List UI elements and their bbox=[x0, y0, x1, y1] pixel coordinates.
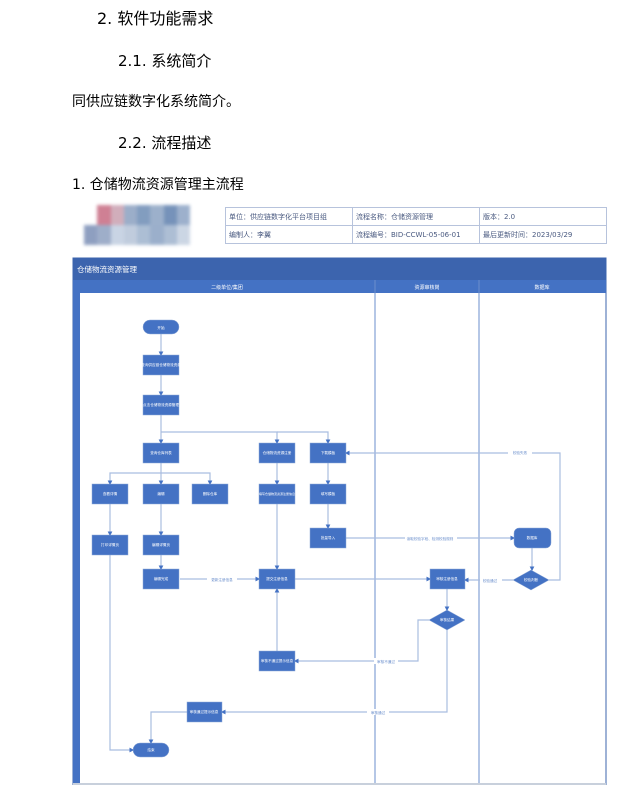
info-updated: 最后更新时间：2023/03/29 bbox=[479, 225, 607, 244]
svg-text:审核注册信息: 审核注册信息 bbox=[436, 576, 458, 581]
start-node bbox=[142, 319, 180, 335]
svg-text:下载模板: 下载模板 bbox=[321, 450, 336, 455]
svg-text:查询供应链仓储物流资源: 查询供应链仓储物流资源 bbox=[141, 362, 181, 367]
svg-text:提交注册信息: 提交注册信息 bbox=[266, 576, 288, 581]
check-decision bbox=[512, 569, 550, 591]
list-item: 1. 仓储物流资源管理主流程 bbox=[72, 177, 244, 193]
svg-text:填写模板: 填写模板 bbox=[321, 491, 336, 496]
section-heading: 2. 软件功能需求 bbox=[97, 9, 214, 28]
lane-unit: 二级单位/集团 bbox=[211, 284, 243, 291]
svg-text:仓储物流资源注册: 仓储物流资源注册 bbox=[263, 450, 292, 455]
svg-text:批量导入: 批量导入 bbox=[321, 535, 336, 540]
svg-text:审核通过提示信息: 审核通过提示信息 bbox=[190, 709, 219, 714]
svg-text:审核通过: 审核通过 bbox=[371, 710, 386, 715]
blurred-logo bbox=[84, 205, 190, 245]
svg-text:打印详情页: 打印详情页 bbox=[101, 542, 119, 547]
svg-text:查看详情: 查看详情 bbox=[103, 491, 118, 496]
svg-text:查询仓库列表: 查询仓库列表 bbox=[150, 450, 172, 455]
subsection-heading: 2.1. 系统简介 bbox=[118, 52, 212, 70]
svg-text:点击仓储物流资源管理: 点击仓储物流资源管理 bbox=[143, 402, 179, 407]
info-code: 流程编号：BID-CCWL-05-06-01 bbox=[352, 225, 480, 244]
svg-text:编辑详情页: 编辑详情页 bbox=[152, 542, 170, 547]
svg-text:删除仓库: 删除仓库 bbox=[203, 491, 218, 496]
lane-database: 数据库 bbox=[534, 284, 549, 291]
svg-text:结束: 结束 bbox=[147, 747, 155, 752]
database-node bbox=[513, 527, 552, 549]
paragraph: 同供应链数字化系统简介。 bbox=[72, 94, 240, 110]
svg-text:数据库: 数据库 bbox=[527, 535, 538, 540]
flowchart-title-bar bbox=[73, 258, 606, 280]
review-decision bbox=[428, 609, 466, 631]
svg-text:审核不通过提示信息: 审核不通过提示信息 bbox=[261, 658, 294, 663]
svg-text:编辑: 编辑 bbox=[157, 491, 165, 496]
svg-text:开始: 开始 bbox=[157, 325, 165, 330]
svg-text:更新注册信息: 更新注册信息 bbox=[211, 577, 233, 582]
svg-text:校验判断: 校验判断 bbox=[524, 577, 539, 582]
end-node bbox=[132, 742, 170, 758]
lane-header bbox=[80, 280, 606, 293]
svg-text:校验通过: 校验通过 bbox=[483, 578, 498, 583]
svg-text:审核结果: 审核结果 bbox=[440, 617, 455, 622]
flowchart-title: 仓储物流资源管理 bbox=[77, 264, 137, 274]
svg-text:编辑完成: 编辑完成 bbox=[154, 576, 169, 581]
svg-text:审核不通过: 审核不通过 bbox=[377, 659, 395, 664]
subsection-heading: 2.2. 流程描述 bbox=[118, 134, 212, 152]
svg-text:填写仓储物流资源注册信息: 填写仓储物流资源注册信息 bbox=[259, 491, 295, 496]
svg-text:读取校验字段、检测校验规则: 读取校验字段、检测校验规则 bbox=[407, 536, 454, 541]
process-info-table: 单位：供应链数字化平台项目组流程名称：仓储资源管理版本：2.0 编制人：李翼流程… bbox=[225, 207, 607, 244]
lane-review: 资源审核岗 bbox=[414, 284, 439, 291]
svg-text:校验失败: 校验失败 bbox=[513, 450, 528, 455]
